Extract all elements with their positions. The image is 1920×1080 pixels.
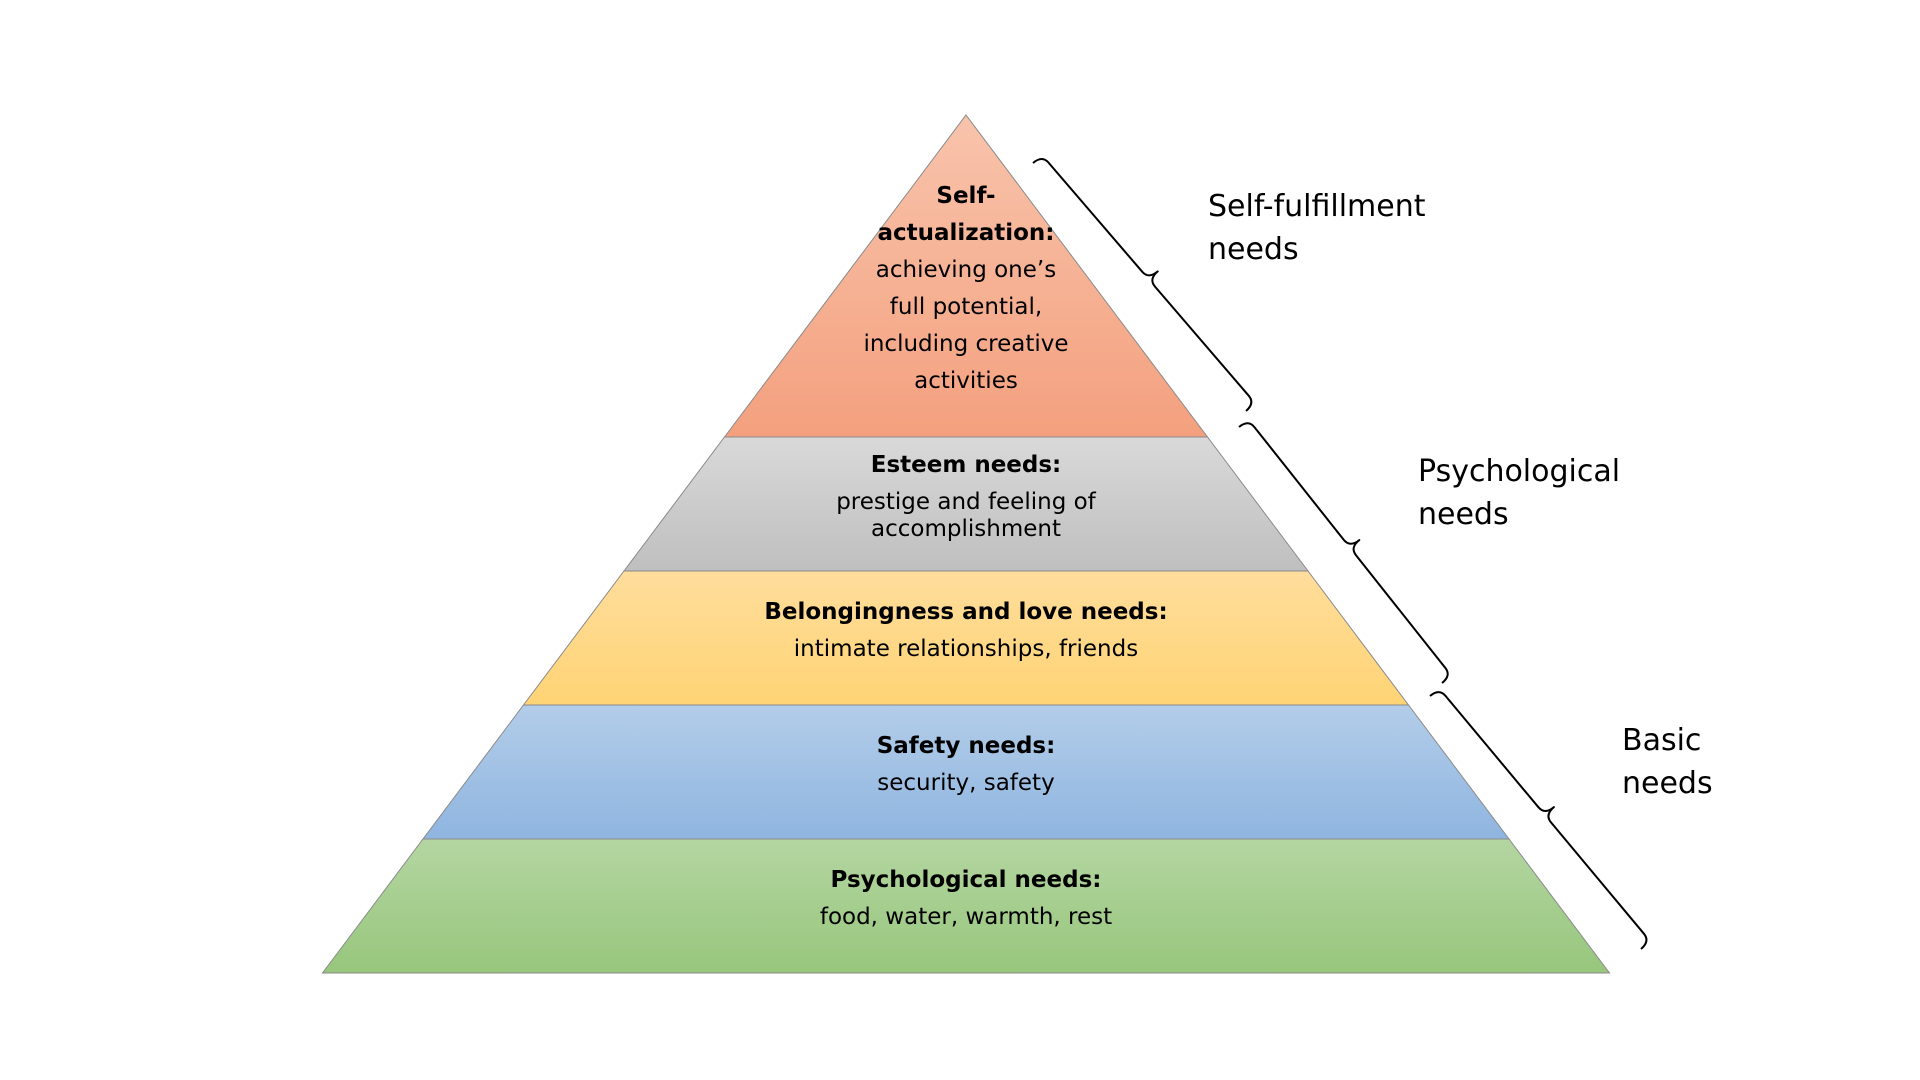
tier-physiological-title-line: Psychological needs:	[831, 867, 1102, 893]
group-label-self-fulfillment: Self-fulfillment needs	[1208, 189, 1426, 267]
tier-safety-text: Safety needs: security, safety	[877, 733, 1056, 796]
tier-self-actualization-body-line: full potential,	[890, 294, 1042, 320]
brace-basic	[1429, 691, 1648, 950]
group-label-basic: Basic needs	[1622, 723, 1713, 801]
tier-self-actualization-text: Self-actualization: achieving one’s full p…	[863, 183, 1068, 394]
group-label-basic-line: needs	[1622, 766, 1713, 801]
tier-esteem-body-line: accomplishment	[871, 516, 1061, 542]
pyramid-tiers: Self-actualization: achieving one’s full p…	[321, 114, 1611, 974]
tier-self-actualization-title-line: Self-	[936, 183, 995, 209]
group-label-psychological: Psychological needs	[1418, 454, 1620, 532]
tier-self-actualization-body-line: activities	[914, 368, 1018, 394]
group-label-psychological-line: needs	[1418, 497, 1509, 532]
group-braces	[1032, 158, 1648, 950]
tier-self-actualization-body-line: including creative	[863, 331, 1068, 357]
tier-self-actualization-body-line: achieving one’s	[876, 257, 1056, 283]
brace-self-fulfillment	[1032, 158, 1253, 412]
tier-safety-title-line: Safety needs:	[877, 733, 1056, 759]
group-label-self-fulfillment-line: needs	[1208, 232, 1299, 267]
brace-psychological	[1238, 422, 1449, 684]
group-labels: Self-fulfillmentneedsPsychologicalneedsB…	[1208, 189, 1713, 801]
tier-physiological-text: Psychological needs: food, water, warmth,…	[820, 867, 1112, 930]
tier-esteem-text: Esteem needs: prestige and feeling ofacco…	[836, 452, 1096, 542]
tier-self-actualization-title-line: actualization:	[878, 220, 1055, 246]
tier-belongingness-text: Belongingness and love needs: intimate re…	[764, 599, 1167, 662]
tier-physiological-body-line: food, water, warmth, rest	[820, 904, 1112, 930]
tier-safety-body-line: security, safety	[877, 770, 1054, 796]
tier-belongingness-title-line: Belongingness and love needs:	[764, 599, 1167, 625]
tier-physiological	[321, 838, 1611, 974]
group-label-basic-line: Basic	[1622, 723, 1701, 758]
tier-esteem-body-line: prestige and feeling of	[836, 489, 1096, 515]
tier-esteem-title-line: Esteem needs:	[871, 452, 1062, 478]
group-label-psychological-line: Psychological	[1418, 454, 1620, 489]
group-label-self-fulfillment-line: Self-fulfillment	[1208, 189, 1426, 224]
tier-belongingness-body-line: intimate relationships, friends	[794, 636, 1138, 662]
